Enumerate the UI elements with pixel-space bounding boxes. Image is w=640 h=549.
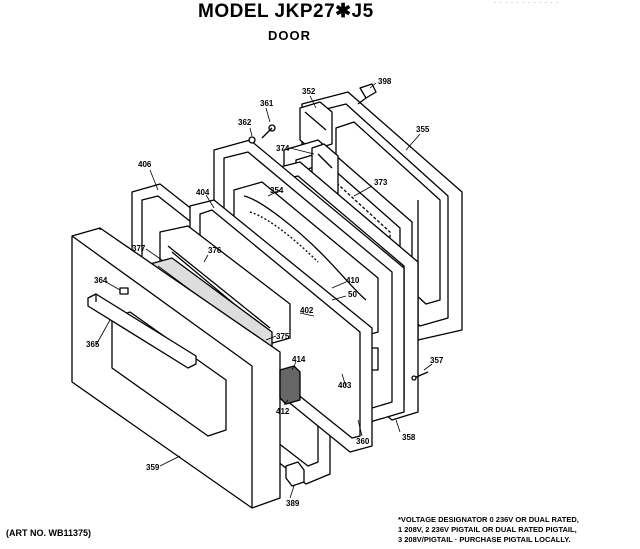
label-374: 374 bbox=[276, 144, 290, 153]
label-389: 389 bbox=[286, 499, 300, 508]
label-414: 414 bbox=[292, 355, 306, 364]
label-352: 352 bbox=[302, 87, 316, 96]
label-403: 403 bbox=[338, 381, 352, 390]
leader-lines bbox=[95, 82, 433, 499]
label-373: 373 bbox=[374, 178, 388, 187]
label-398: 398 bbox=[378, 77, 392, 86]
label-359: 359 bbox=[146, 463, 160, 472]
corner-text: · · · · · · · · · · · · bbox=[494, 0, 560, 6]
label-354: 354 bbox=[270, 186, 284, 195]
label-360: 360 bbox=[356, 437, 370, 446]
label-375: 375 bbox=[276, 332, 290, 341]
part-number-labels: 398 352 361 355 362 374 406 373 354 404 … bbox=[86, 77, 444, 508]
label-364: 364 bbox=[94, 276, 108, 285]
label-361: 361 bbox=[260, 99, 274, 108]
screw-398 bbox=[357, 83, 377, 105]
clip-364 bbox=[119, 287, 129, 295]
label-410: 410 bbox=[346, 276, 360, 285]
art-number: (ART NO. WB11375) bbox=[6, 528, 92, 538]
label-404: 404 bbox=[196, 188, 210, 197]
label-376: 376 bbox=[208, 246, 222, 255]
foot-389 bbox=[285, 461, 305, 487]
label-355: 355 bbox=[416, 125, 430, 134]
page-title: MODEL JKP27✱J5 bbox=[198, 1, 374, 22]
footnote-line-2: 1 208V, 2 236V PIGTAIL OR DUAL RATED PIG… bbox=[398, 525, 577, 534]
label-50: 50 bbox=[348, 290, 357, 299]
label-402: 402 bbox=[300, 306, 314, 315]
washer-362 bbox=[248, 136, 256, 144]
door-handle-365 bbox=[87, 293, 197, 369]
footnote-line-3: 3 208V/PIGTAIL · PURCHASE PIGTAIL LOCALL… bbox=[398, 535, 571, 544]
hinge-bracket-352 bbox=[299, 101, 333, 151]
voltage-footnote: *VOLTAGE DESIGNATOR 0 236V OR DUAL RATED… bbox=[398, 515, 579, 545]
label-362: 362 bbox=[238, 118, 252, 127]
screw-357 bbox=[411, 371, 429, 381]
footnote-line-1: *VOLTAGE DESIGNATOR 0 236V OR DUAL RATED… bbox=[398, 515, 579, 524]
label-406: 406 bbox=[138, 160, 152, 169]
page-subtitle: DOOR bbox=[268, 28, 311, 43]
bracket-412 bbox=[279, 365, 301, 405]
label-412: 412 bbox=[276, 407, 290, 416]
label-357: 357 bbox=[430, 356, 444, 365]
label-365: 365 bbox=[86, 340, 100, 349]
screw-361 bbox=[261, 124, 276, 139]
front-door-panel-359 bbox=[71, 227, 281, 509]
label-377: 377 bbox=[132, 244, 146, 253]
label-358: 358 bbox=[402, 433, 416, 442]
